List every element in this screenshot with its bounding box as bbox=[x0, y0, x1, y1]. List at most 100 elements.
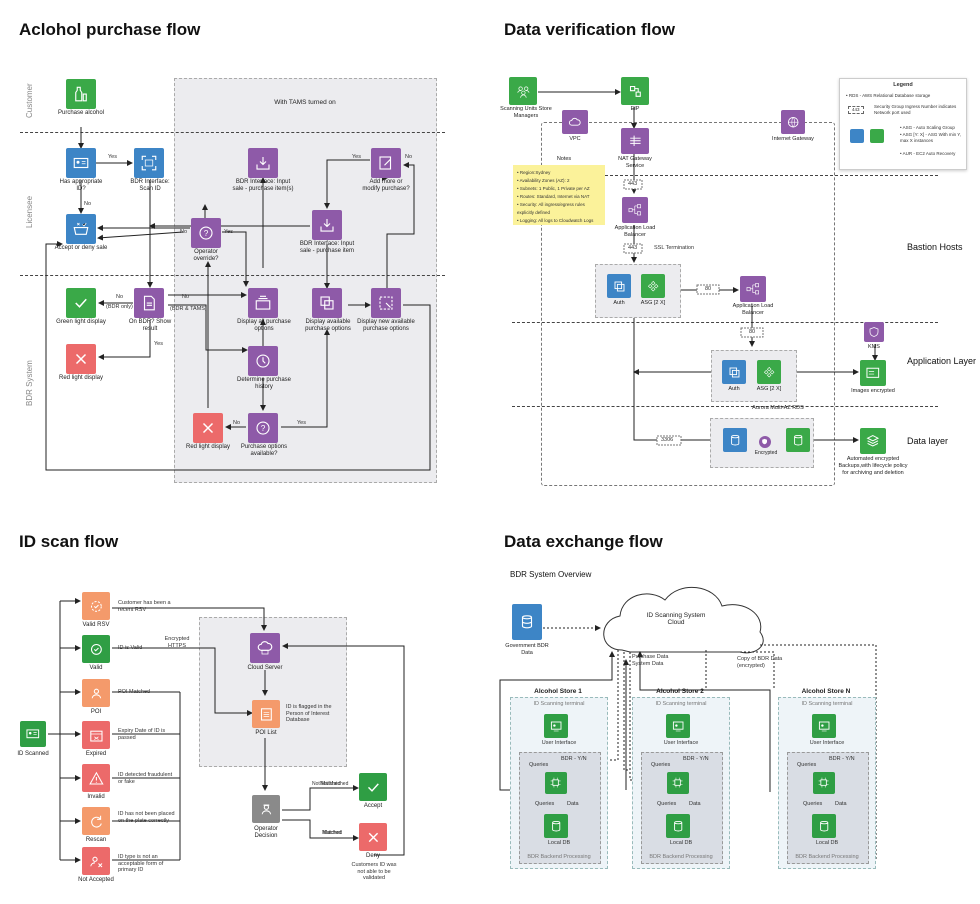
svg-text:(BDR only): (BDR only) bbox=[106, 304, 133, 310]
note-line: • Region:Sydney bbox=[517, 170, 551, 175]
store-title: Alcohol Store 1 bbox=[534, 688, 582, 695]
port-443: 443 bbox=[628, 245, 638, 251]
backend-label: BDR Backend Processing bbox=[527, 854, 591, 860]
encrypted-label: Encrypted bbox=[754, 450, 778, 456]
queries-label: Queries bbox=[535, 801, 555, 807]
terminal-label: ID Scanning terminal bbox=[655, 701, 707, 707]
data-label: Data bbox=[567, 801, 579, 807]
folder-icon bbox=[248, 288, 278, 318]
bottle-icon bbox=[66, 79, 96, 109]
shield-icon bbox=[864, 322, 884, 342]
valid-label: Valid bbox=[89, 665, 103, 671]
operator-decision-label: Operator Decision bbox=[254, 826, 278, 839]
legend: Legend • RDS - AWS Relational Database s… bbox=[839, 78, 967, 170]
cloud-shape bbox=[603, 586, 764, 654]
scan-id-label: BDR Interface: Scan ID bbox=[130, 179, 170, 192]
matched-label: Matched bbox=[322, 830, 342, 836]
lane-divider bbox=[20, 275, 445, 276]
data-layer-label: Data layer bbox=[907, 436, 949, 446]
rescan-label: Rescan bbox=[85, 837, 107, 843]
accept-label: Accept bbox=[363, 803, 383, 809]
port-80: 80 bbox=[749, 329, 756, 335]
svg-text:No: No bbox=[116, 294, 123, 300]
question-icon: ? bbox=[191, 218, 221, 248]
display-available-label: Display available purchase options bbox=[305, 319, 351, 332]
queries-label: Queries bbox=[657, 801, 677, 807]
lock-icon bbox=[759, 436, 771, 448]
legend-sg: Security Group Ingress Number indicates … bbox=[874, 104, 957, 115]
port-443: 443 bbox=[628, 181, 638, 187]
history-icon bbox=[248, 346, 278, 376]
note-line: • Logging: All logs to Cloudwatch Logs bbox=[517, 218, 594, 223]
note-line: • Routes: Standard, Internet via NAT bbox=[517, 194, 590, 199]
database-icon bbox=[723, 428, 747, 452]
store-panel: ID Scanning terminal User Interface BDR … bbox=[778, 697, 876, 869]
accept-deny-label: Accept or deny sale bbox=[54, 245, 108, 251]
users-icon bbox=[509, 77, 537, 105]
asg-icon bbox=[641, 274, 665, 298]
input-icon bbox=[312, 210, 342, 240]
backend-label: BDR Backend Processing bbox=[795, 854, 859, 860]
legend-auth-icon bbox=[850, 129, 864, 143]
layer-divider bbox=[512, 322, 938, 323]
valid-rsv-desc: Customer has been a recent RSV bbox=[118, 600, 171, 613]
svg-text:Yes: Yes bbox=[154, 341, 163, 347]
close-icon bbox=[66, 344, 96, 374]
red-light-2-label: Red light display bbox=[185, 444, 231, 450]
queries-label: Queries bbox=[797, 762, 817, 768]
display-new-label: Display new available purchase options bbox=[357, 319, 415, 332]
database-icon bbox=[786, 428, 810, 452]
svg-text:No: No bbox=[180, 229, 187, 235]
list-icon bbox=[252, 700, 280, 728]
poi-desc: POI Matched bbox=[118, 689, 151, 695]
nat-label: NAT Gateway Service bbox=[618, 156, 652, 169]
cpu-icon bbox=[813, 772, 835, 794]
not-accepted-label: Not Accepted bbox=[78, 877, 114, 883]
eip-icon bbox=[621, 77, 649, 105]
valid-rsv-label: Valid RSV bbox=[82, 622, 110, 628]
database-icon bbox=[544, 814, 568, 838]
backend-region bbox=[519, 752, 601, 864]
kms-label: KMS bbox=[868, 344, 880, 350]
vpc-label: VPC bbox=[569, 136, 581, 142]
invalid-desc: ID detected fraudulent or fake bbox=[118, 772, 173, 785]
display-all-label: Display all purchase options bbox=[237, 319, 291, 332]
scan-icon bbox=[134, 148, 164, 178]
check-icon bbox=[359, 773, 387, 801]
port-3306: 3306 bbox=[661, 437, 674, 443]
note-line: • Subnets: 1 Public, 1 Private per AZ bbox=[517, 186, 590, 191]
svg-text:No: No bbox=[182, 294, 189, 300]
tams-region bbox=[174, 78, 437, 483]
store-title: Alcohol Store N bbox=[801, 688, 851, 695]
backups-label: Automated encrypted Backups,with lifecyc… bbox=[838, 456, 908, 476]
id-card-icon bbox=[66, 148, 96, 178]
app-layer-label: Application Layer bbox=[907, 356, 977, 366]
layers-icon bbox=[860, 428, 886, 454]
queries-label: Queries bbox=[529, 762, 549, 768]
terminal-label: ID Scanning terminal bbox=[801, 701, 853, 707]
database-icon bbox=[666, 814, 690, 838]
svg-text:Yes: Yes bbox=[108, 154, 117, 160]
backend-label: BDR Backend Processing bbox=[649, 854, 713, 860]
id-scanned-label: ID Scanned bbox=[17, 751, 49, 757]
layer-divider bbox=[512, 406, 938, 407]
poi-label: POI bbox=[90, 709, 102, 715]
lane-divider bbox=[20, 132, 445, 133]
ui-label: User Interface bbox=[809, 740, 845, 746]
close-icon bbox=[359, 823, 387, 851]
asg-icon bbox=[757, 360, 781, 384]
cloud-icon bbox=[562, 110, 588, 134]
auth-icon bbox=[607, 274, 631, 298]
red-light-label: Red light display bbox=[58, 375, 104, 381]
deny-desc: Customers ID was not able to be validate… bbox=[351, 862, 397, 881]
invalid-label: Invalid bbox=[87, 794, 105, 800]
bdr-yn-label: BDR - Y/N bbox=[683, 756, 709, 762]
green-light-label: Green light display bbox=[56, 319, 106, 325]
title-verification: Data verification flow bbox=[504, 20, 675, 39]
add-more-label: Add more or modify purchase? bbox=[362, 179, 410, 192]
rsv-icon bbox=[82, 592, 110, 620]
calendar-icon bbox=[82, 721, 110, 749]
